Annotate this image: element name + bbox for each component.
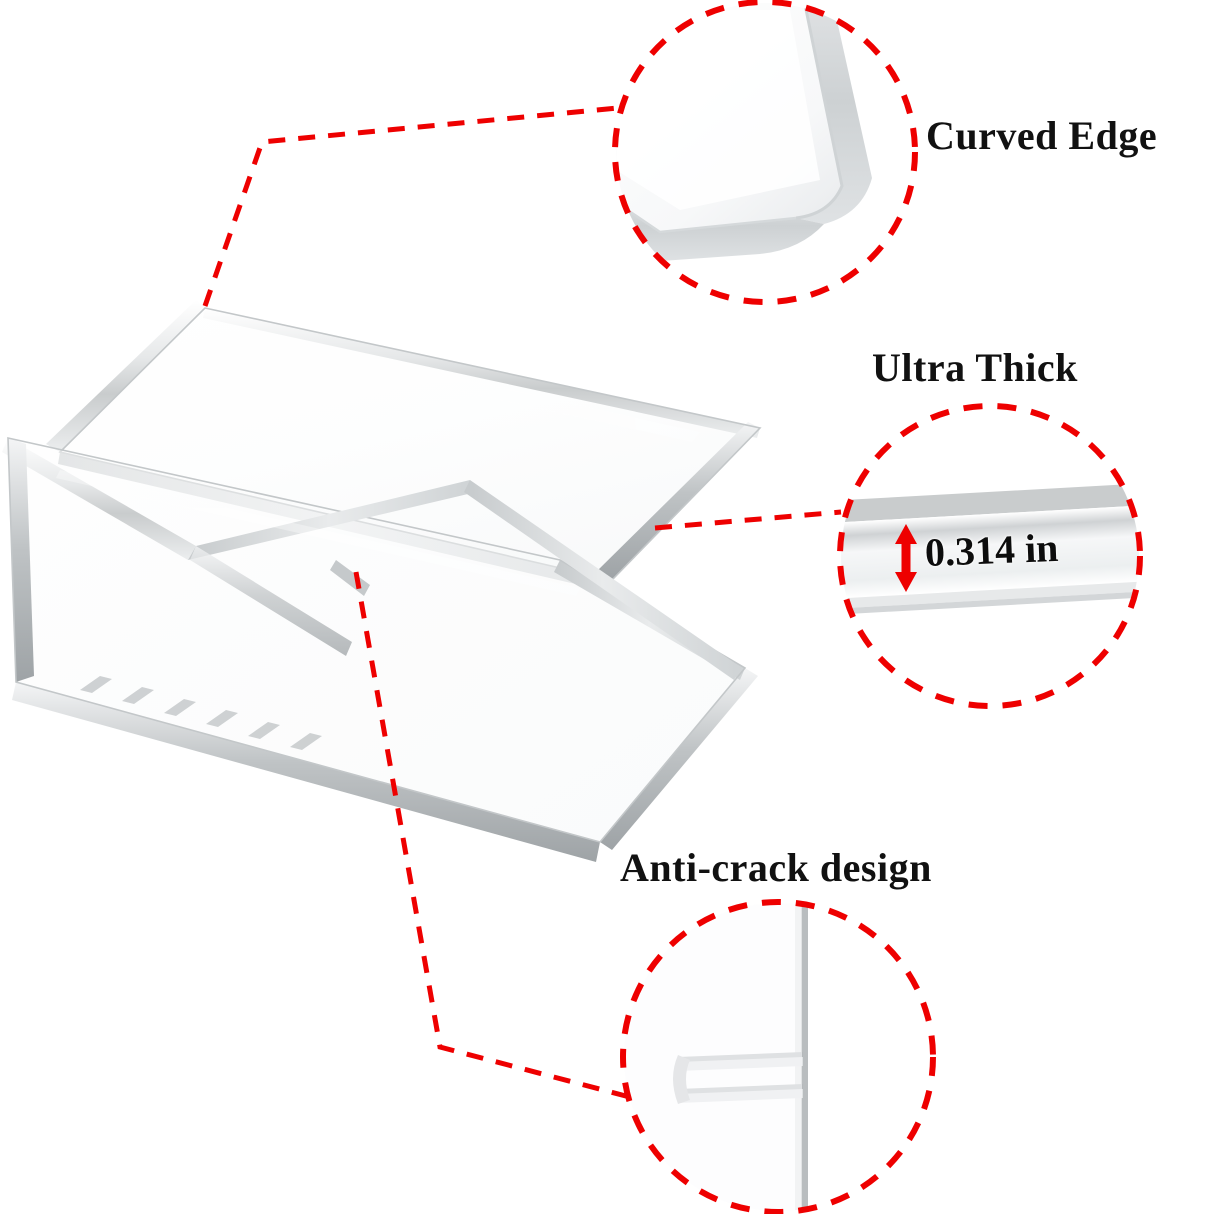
callout-label-anti-crack: Anti-crack design [620, 845, 932, 890]
left-panel-tint [624, 903, 802, 1211]
callout-circle-anti-crack [620, 899, 936, 1214]
slab-bottom-edge [841, 579, 1139, 610]
leader-anti-crack [353, 571, 642, 1103]
corner-thickness-band-right [796, 3, 872, 224]
product-acrylic-stand [2, 300, 762, 862]
acrylic-cross-brace [188, 480, 742, 680]
corner-edge-line-right [795, 3, 844, 220]
far-panel-edge-right [596, 422, 760, 580]
vertical-panel-edge [801, 903, 808, 1211]
slab-bottom-shadow [841, 589, 1139, 616]
slab-top-shadow [841, 482, 1139, 524]
brace-upper [188, 480, 470, 560]
far-panel-edge-upper-right [203, 308, 760, 438]
near-panel-edge-top-left [2, 438, 196, 560]
near-panel-edge-right [600, 668, 758, 850]
far-panel-edge-upper-left [46, 300, 205, 452]
corner-face-highlight [616, 10, 820, 210]
callout-curved-edge [612, 0, 918, 305]
callout-circle-ultra-thick [837, 403, 1143, 709]
thickness-arrow [895, 524, 917, 592]
acrylic-panel-near [2, 436, 758, 862]
leader-ultra-thick [654, 509, 842, 531]
acrylic-highlights [56, 330, 700, 596]
detail-anti-crack-art [624, 903, 932, 1211]
callout-label-curved-edge: Curved Edge [926, 113, 1158, 158]
detail-curved-edge-art [616, 3, 914, 301]
leader-lines [202, 105, 842, 1103]
callout-anti-crack [620, 899, 936, 1214]
leader-curved-edge [202, 105, 619, 307]
brace-diagonal [190, 546, 352, 656]
thickness-measurement-label: 0.314 in [924, 524, 1060, 575]
far-panel-face [60, 308, 760, 580]
near-panel-face [8, 438, 745, 842]
near-panel-outline [7, 436, 747, 843]
callout-ultra-thick [837, 403, 1143, 709]
near-panel-edge-bottom [12, 682, 600, 862]
brace-right [464, 480, 742, 680]
thickness-arrow-head-up [895, 524, 917, 544]
thickness-arrow-head-down [895, 572, 917, 592]
near-panel-edge-hatching [80, 676, 322, 750]
callout-label-ultra-thick: Ultra Thick [872, 345, 1078, 390]
callout-circle-curved-edge [612, 0, 918, 305]
